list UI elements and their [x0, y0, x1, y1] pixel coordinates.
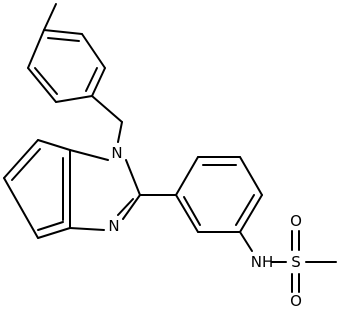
atom-o-top-label: O: [290, 212, 302, 230]
bond-s-o-top: [291, 230, 300, 251]
atom-nh-label: NH: [251, 253, 274, 271]
bond-benzyl-1: [91, 95, 123, 123]
atom-o-bottom-label: O: [290, 292, 302, 310]
phenylene-ring: [175, 156, 263, 233]
atom-n1-label: N: [111, 144, 122, 162]
bond-methyl: [43, 3, 57, 31]
bond-s-o-bottom: [291, 273, 300, 293]
bond-phenyl-nh: [239, 231, 253, 252]
imidazole-ring: [69, 149, 141, 231]
atom-s-label: S: [291, 253, 301, 271]
bond-benzyl-2: [117, 121, 123, 143]
atom-n3-label: N: [108, 217, 119, 235]
benzo-ring: [3, 139, 71, 239]
tolyl-ring: [27, 29, 106, 103]
